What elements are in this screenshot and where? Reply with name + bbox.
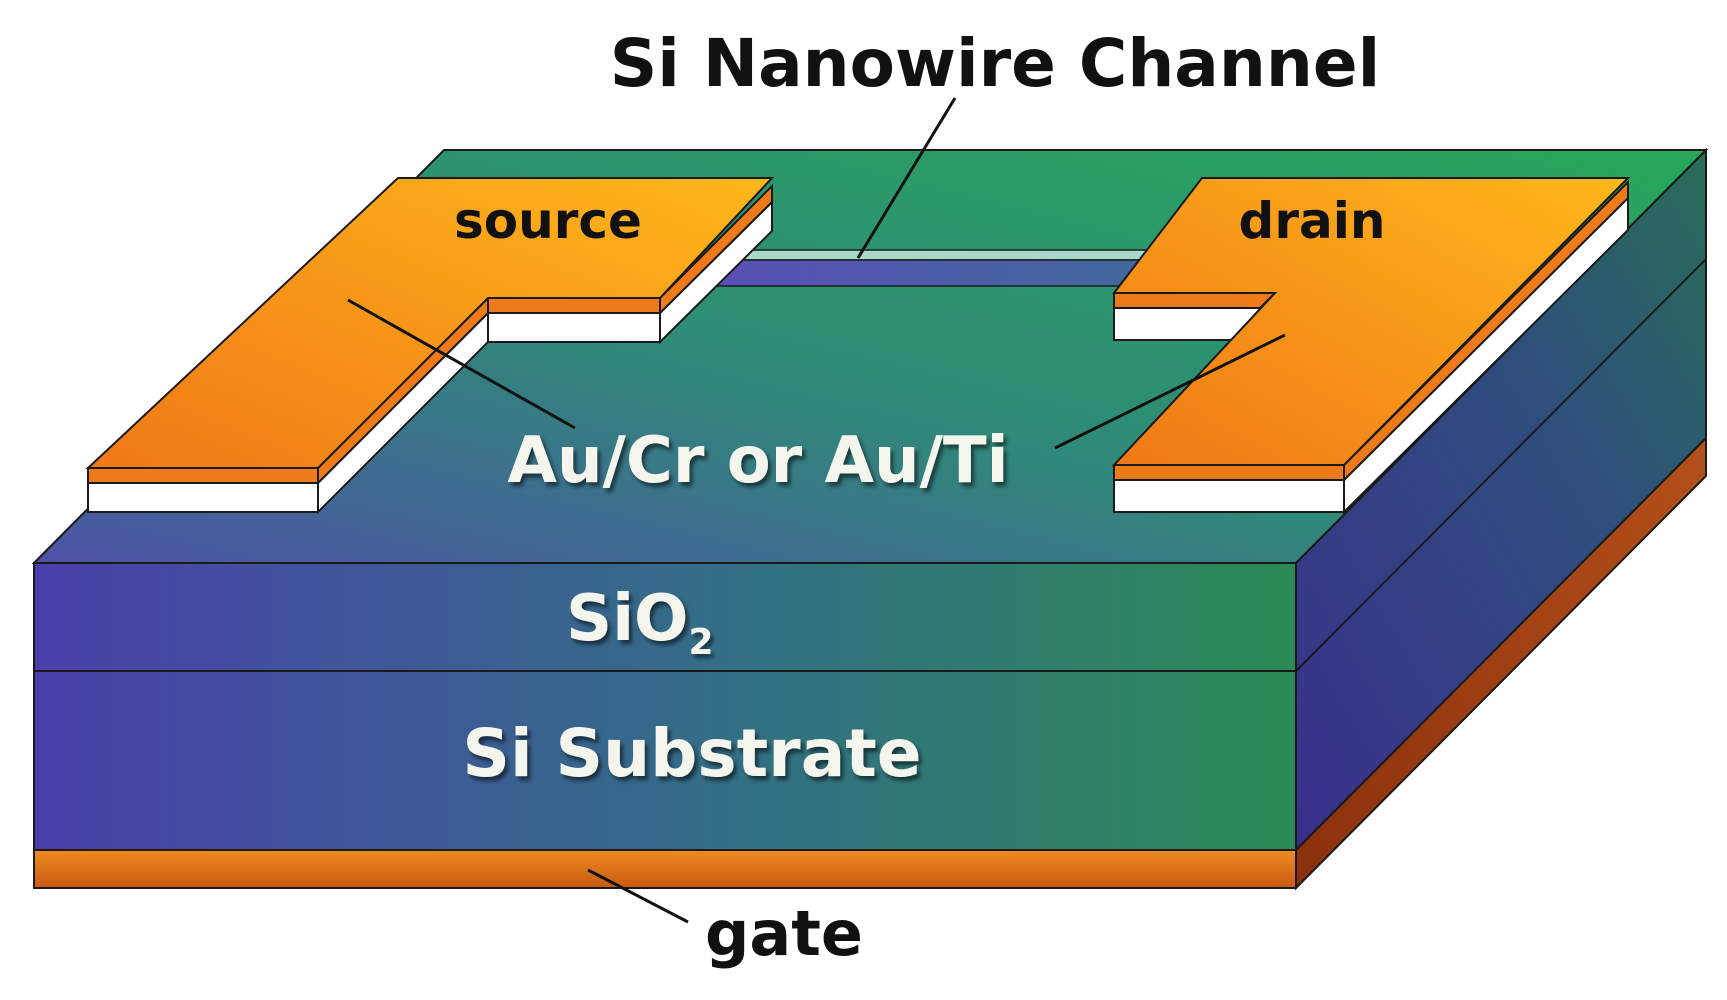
- drain-contact-leader-line: [1054, 333, 1286, 450]
- drain-gold-edge: [1113, 464, 1345, 481]
- drain-gold-edge-side: [1343, 179, 1629, 483]
- drain-top-surface: [1111, 177, 1631, 466]
- source-gold-finger-edge: [487, 297, 661, 314]
- source-label: source: [454, 192, 642, 250]
- nanowire-front: [707, 259, 1156, 287]
- channel-label: Si Nanowire Channel: [610, 25, 1380, 102]
- source-contact: [85, 177, 775, 515]
- oxide-label: SiO2: [566, 582, 714, 663]
- substrate-label: Si Substrate: [462, 715, 921, 792]
- source-top-surface: [85, 177, 775, 469]
- gate-layer: [33, 435, 1707, 891]
- gate-front-face: [33, 849, 1297, 889]
- leader-lines: [347, 97, 1286, 924]
- drain-label: drain: [1239, 192, 1386, 250]
- oxide-label-subscript: 2: [688, 622, 713, 663]
- drain-gold-finger-edge: [1113, 292, 1278, 309]
- channel-leader-line: [856, 97, 957, 259]
- oxide-label-main: SiO: [566, 582, 688, 656]
- drain-contact: [1111, 177, 1631, 515]
- oxide-substrate-boundary-side: [1295, 258, 1707, 672]
- gate-label: gate: [705, 897, 863, 970]
- nanowire-channel: [706, 249, 1176, 287]
- drain-adhesion-layer: [1113, 479, 1345, 513]
- source-adhesion-layer: [87, 482, 319, 513]
- source-gold-edge: [87, 467, 319, 484]
- source-adhesion-finger: [487, 312, 661, 343]
- gate-leader-line: [587, 868, 689, 924]
- labels: Si Nanowire Channel source drain Au/Cr o…: [454, 25, 1385, 970]
- nanowire-top: [706, 249, 1176, 261]
- source-gold-finger-side: [659, 183, 773, 316]
- source-contact-leader-line: [347, 298, 576, 430]
- contact-material-label: Au/Cr or Au/Ti: [507, 424, 1008, 498]
